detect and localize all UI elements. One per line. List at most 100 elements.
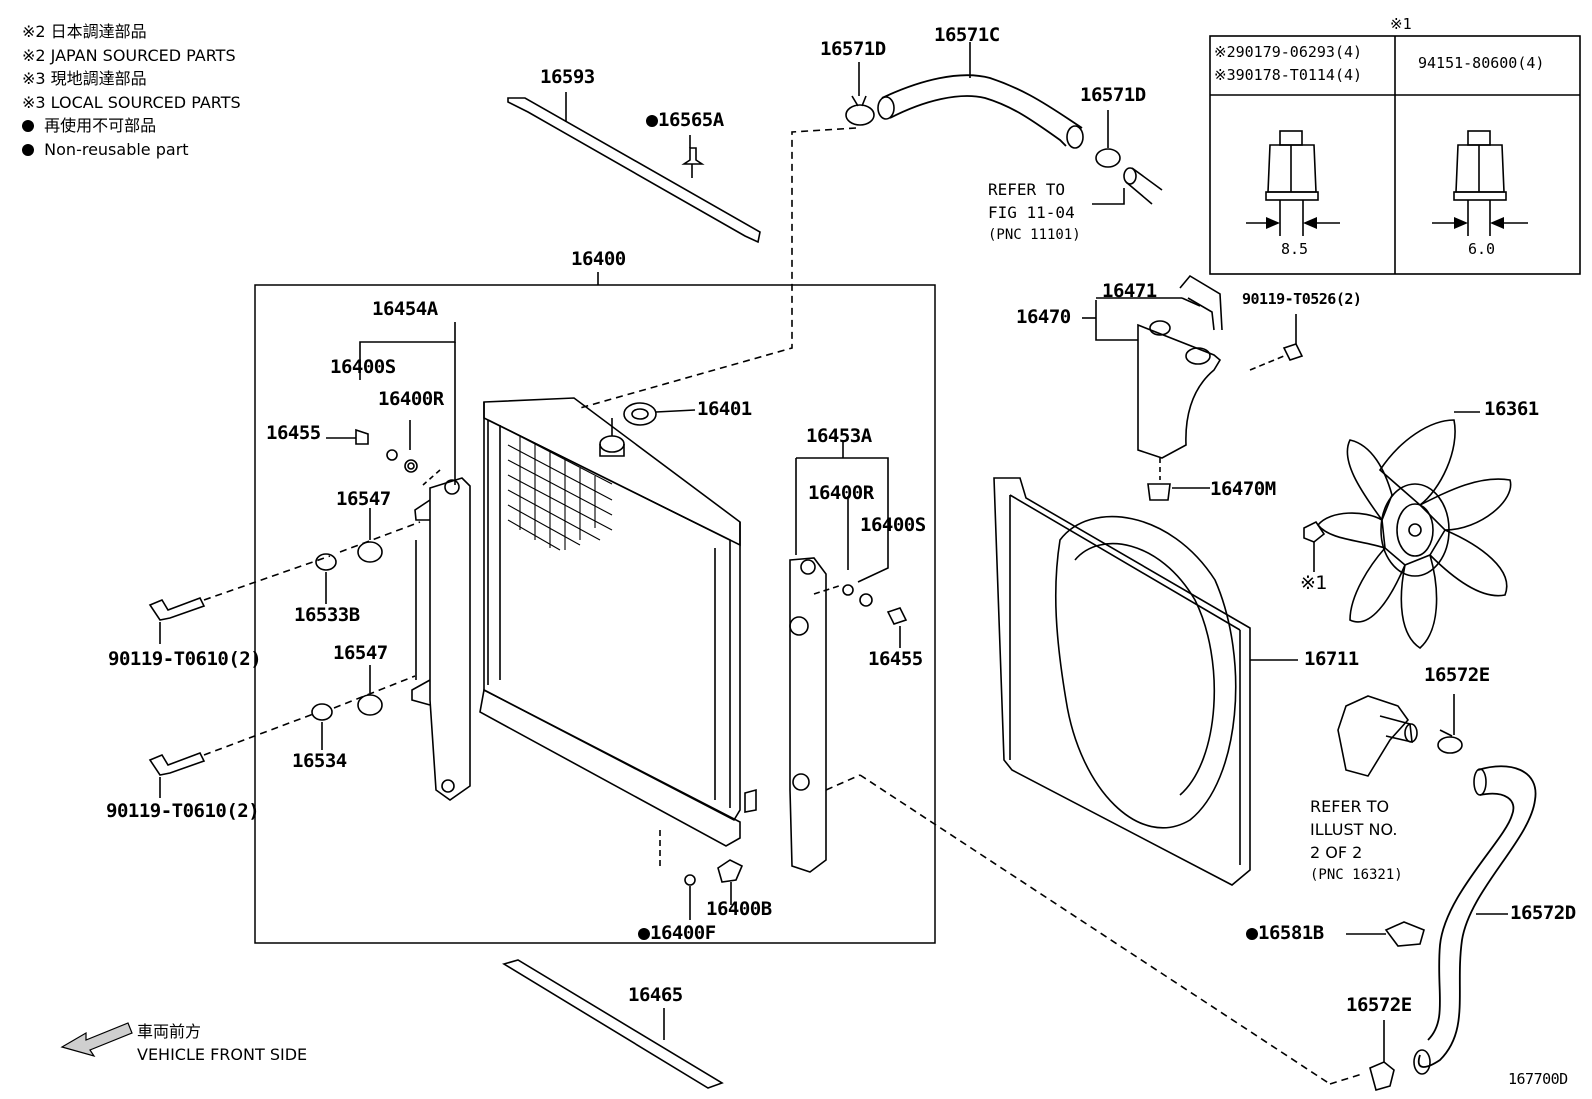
fan-16361: [1316, 419, 1512, 650]
label-16571D-right: 16571D: [1080, 84, 1146, 106]
clamp-16571D-top: [845, 104, 875, 126]
front-arrow-icon: [60, 1022, 133, 1058]
tank-16453A: [789, 557, 827, 873]
hose-16572D: [1417, 765, 1537, 1068]
grommet-16547-bottom: [357, 694, 383, 716]
bolt-90119-bottom: [148, 751, 206, 776]
label-16454A: 16454A: [372, 298, 438, 320]
ref-illust: REFER TO ILLUST NO. 2 OF 2 (PNC 16321): [1310, 795, 1403, 887]
legend-text-5: 再使用不可部品: [44, 116, 157, 135]
label-16400F: 16400F: [638, 924, 716, 943]
bolt-16455-left: [355, 428, 369, 445]
front-en: VEHICLE FRONT SIDE: [137, 1045, 308, 1064]
label-16470M: 16470M: [1210, 478, 1276, 500]
bullet-icon: [638, 928, 650, 940]
label-16471: 16471: [1102, 280, 1157, 302]
ref-fig-line-1: REFER TO: [988, 180, 1066, 199]
label-16455-right: 16455: [868, 648, 923, 670]
nut-x1: [1303, 520, 1326, 543]
label-90119-T0610-bottom: 90119-T0610(2): [106, 800, 260, 822]
label-16400R-right: 16400R: [808, 482, 874, 504]
nut-icon-right: [1432, 130, 1528, 236]
washer-16400F: [684, 874, 696, 886]
ref-fig-line-3: (PNC 11101): [988, 227, 1081, 243]
dim-left: 8.5: [1281, 240, 1309, 258]
legend-line-4: ※3 LOCAL SOURCED PARTS: [22, 92, 241, 112]
legend-line-5: 再使用不可部品: [22, 114, 241, 138]
ref-fig-line-2: FIG 11-04: [988, 203, 1075, 222]
clamp-16572E-bottom: [1369, 1061, 1395, 1091]
nut-icon-left: [1246, 130, 1340, 236]
grommet-16547-top: [357, 541, 383, 563]
label-16400R-left: 16400R: [378, 388, 444, 410]
label-16571C: 16571C: [934, 24, 1000, 46]
label-16547-bottom: 16547: [333, 642, 388, 664]
clamp-16572E-top: [1437, 736, 1463, 754]
clamp-16581B: [1384, 921, 1425, 947]
clip-16565A: [681, 147, 705, 178]
table-cell-left-1: ※290179-06293(4): [1214, 43, 1363, 61]
legend-text-6: Non-reusable part: [44, 139, 189, 159]
label-16465: 16465: [628, 984, 683, 1006]
hose-16471: [1179, 274, 1223, 331]
label-16593: 16593: [540, 66, 595, 88]
bullet-icon: [22, 143, 34, 156]
label-16455-left: 16455: [266, 422, 321, 444]
bullet-icon: [646, 115, 658, 127]
label-16572E-top: 16572E: [1424, 664, 1490, 686]
label-16547-top: 16547: [336, 488, 391, 510]
bolt-90119-top: [148, 596, 206, 621]
reservoir-16470: [1137, 323, 1222, 459]
hose-16571C: [881, 74, 1083, 147]
front-jp: 車両前方: [137, 1022, 202, 1041]
water-inlet: [1337, 695, 1410, 777]
legend-line-1: ※2 日本調達部品: [22, 22, 147, 41]
legend-line-2: ※2 JAPAN SOURCED PARTS: [22, 45, 236, 65]
label-16565A: 16565A: [646, 111, 724, 130]
ref-illust-line-2: ILLUST NO.: [1310, 820, 1398, 839]
clamp-16571D-right: [1095, 148, 1121, 168]
label-16400S-right: 16400S: [860, 514, 926, 536]
shroud-16711: [993, 477, 1251, 886]
tank-16454A: [429, 477, 471, 801]
ref-illust-line-1: REFER TO: [1310, 797, 1390, 816]
label-16470: 16470: [1016, 306, 1071, 328]
label-16361: 16361: [1484, 398, 1539, 420]
label-x1-mark: ※1: [1300, 572, 1328, 594]
table-cell-right: 94151-80600(4): [1418, 54, 1545, 72]
cap-16470M: [1147, 483, 1171, 501]
label-16711: 16711: [1304, 648, 1359, 670]
label-16581B: 16581B: [1246, 924, 1324, 943]
drain-cock-16400B: [717, 859, 744, 883]
dashed-leader-2: [859, 774, 1331, 1085]
bolt-16455-right: [886, 607, 908, 625]
label-90119-T0526: 90119-T0526(2): [1242, 290, 1362, 308]
ref-illust-line-4: (PNC 16321): [1310, 867, 1403, 883]
legend-line-6: Non-reusable part: [22, 138, 241, 162]
dim-right: 6.0: [1468, 240, 1496, 258]
label-16572E-bottom: 16572E: [1346, 994, 1412, 1016]
legend-line-3: ※3 現地調達部品: [22, 69, 147, 88]
label-16534: 16534: [292, 750, 347, 772]
bolt-90119-T0526: [1282, 343, 1304, 361]
vehicle-front-side: 車両前方 VEHICLE FRONT SIDE: [137, 1020, 307, 1066]
table-cell-left-2: ※390178-T0114(4): [1214, 66, 1363, 84]
label-16400B: 16400B: [706, 898, 772, 920]
legend: ※2 日本調達部品 ※2 JAPAN SOURCED PARTS ※3 現地調達…: [22, 20, 241, 161]
cap-16401: [623, 402, 657, 426]
assembly-box-16400: [254, 284, 936, 944]
bullet-icon: [1246, 928, 1258, 940]
label-16401: 16401: [697, 398, 752, 420]
bushing-16533B: [315, 553, 337, 571]
label-16400: 16400: [571, 248, 626, 270]
label-16533B: 16533B: [294, 604, 360, 626]
table-mark: ※1: [1390, 15, 1412, 33]
seal-16465: [502, 959, 724, 1089]
label-16453A: 16453A: [806, 425, 872, 447]
label-16571D-top: 16571D: [820, 38, 886, 60]
diagram-id: 167700D: [1508, 1070, 1568, 1088]
label-16400S-left: 16400S: [330, 356, 396, 378]
dashed-leader-1: [579, 127, 857, 409]
ref-illust-line-3: 2 OF 2: [1310, 843, 1363, 862]
